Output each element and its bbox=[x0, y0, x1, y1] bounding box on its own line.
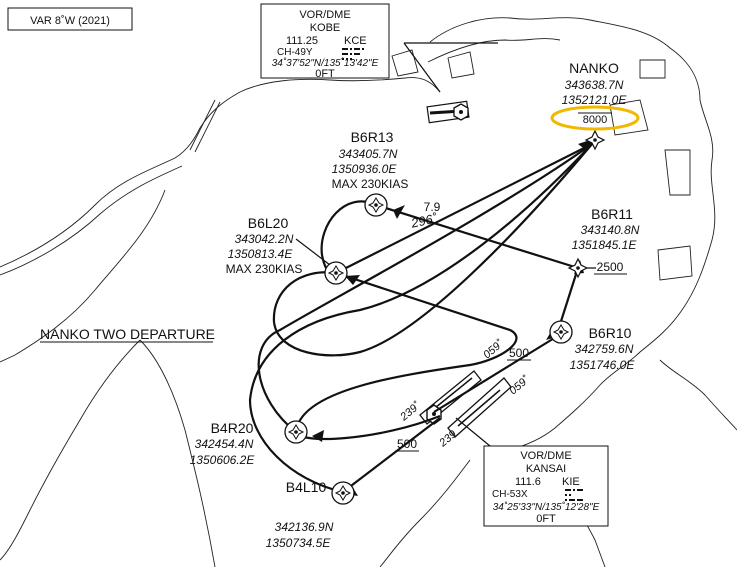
waypoint-b4l10-icon bbox=[331, 481, 355, 505]
b4r20-name: B4R20 bbox=[211, 420, 254, 436]
waypoint-b4r20-icon bbox=[284, 420, 308, 444]
kobe-elev: 0FT bbox=[315, 68, 335, 80]
altitude-500-right: 500 bbox=[509, 346, 529, 360]
nanko-lat: 343638.7N bbox=[565, 78, 624, 92]
runway-heading-059b: 059˚ bbox=[507, 374, 532, 398]
altitude-highlight bbox=[550, 105, 640, 131]
b4l10-name: B4L10 bbox=[286, 479, 327, 495]
nanko-alt: 8000 bbox=[583, 114, 607, 126]
b6r10-lat: 342759.6N bbox=[575, 342, 634, 356]
waypoint-nanko-icon bbox=[584, 129, 606, 151]
coastline bbox=[0, 17, 737, 567]
kansai-type: VOR/DME bbox=[520, 450, 571, 462]
kansai-airport-icon bbox=[419, 370, 512, 438]
b6r11-alt: 2500 bbox=[597, 260, 624, 274]
b4r20-lat: 342454.4N bbox=[195, 437, 254, 451]
kansai-elev: 0FT bbox=[536, 513, 556, 525]
b6r13-name: B6R13 bbox=[351, 129, 394, 145]
b6r13-speed: MAX 230KIAS bbox=[332, 177, 409, 191]
variation-box: VAR 8˚W (2021) bbox=[7, 7, 133, 31]
b4l10-lat: 342136.9N bbox=[275, 520, 334, 534]
nanko-name: NANKO bbox=[569, 60, 619, 76]
b4l10-lon: 1350734.5E bbox=[266, 536, 332, 550]
kansai-coords: 34˚25'33"N/135˚12'28"E bbox=[493, 501, 600, 513]
kobe-name: KOBE bbox=[310, 22, 341, 34]
waypoint-b6r11-icon bbox=[567, 257, 589, 279]
b4r20-lon: 1350606.2E bbox=[190, 453, 256, 467]
bearing-296-label: 296˚ bbox=[409, 210, 439, 230]
kobe-vor-box: VOR/DME KOBE 111.25 KCE CH-49Y 34˚37'52"… bbox=[260, 3, 390, 80]
morse-code-icon bbox=[565, 489, 583, 501]
b6l20-lat: 343042.2N bbox=[235, 232, 294, 246]
distance-label: 7.9 bbox=[424, 200, 441, 214]
b6l20-name: B6L20 bbox=[248, 215, 289, 231]
route-arrowheads bbox=[312, 138, 596, 496]
b6r10-name: B6R10 bbox=[589, 325, 632, 341]
b6r10-lon: 1351746.0E bbox=[570, 358, 636, 372]
kobe-coords: 34˚37'52"N/135˚13'42"E bbox=[272, 57, 379, 69]
kansai-name: KANSAI bbox=[526, 463, 566, 475]
altitude-500-left: 500 bbox=[397, 437, 417, 451]
morse-code-icon bbox=[342, 48, 364, 60]
kobe-channel: CH-49Y bbox=[277, 47, 313, 58]
leader-lines bbox=[295, 42, 596, 447]
b6l20-speed: MAX 230KIAS bbox=[226, 262, 303, 276]
waypoint-b6l20-icon bbox=[324, 261, 348, 285]
b6r11-lat: 343140.8N bbox=[581, 223, 640, 237]
b6r13-lat: 343405.7N bbox=[339, 147, 398, 161]
b6l20-lon: 1350813.4E bbox=[228, 247, 294, 261]
kobe-ident: KCE bbox=[344, 35, 367, 47]
b6r11-name: B6R11 bbox=[591, 206, 633, 222]
runway-heading-239a: 239˚ bbox=[397, 400, 423, 424]
kansai-vor-box: VOR/DME KANSAI 111.6 KIE CH-53X 34˚25'33… bbox=[483, 445, 609, 527]
b6r11-lon: 1351845.1E bbox=[572, 238, 638, 252]
nanko-lon: 1352121.0E bbox=[562, 93, 628, 107]
procedure-name: NANKO TWO DEPARTURE bbox=[40, 326, 215, 342]
kobe-freq: 111.25 bbox=[286, 35, 318, 47]
departure-routes bbox=[248, 143, 593, 494]
variation-label: VAR 8˚W (2021) bbox=[30, 15, 110, 27]
kansai-channel: CH-53X bbox=[492, 489, 528, 500]
waypoint-b6r13-icon bbox=[364, 193, 388, 217]
kansai-ident: KIE bbox=[562, 476, 580, 488]
b6r13-lon: 1350936.0E bbox=[332, 162, 398, 176]
kobe-airport-icon bbox=[426, 100, 470, 124]
waypoint-b6r10-icon bbox=[549, 320, 573, 344]
kansai-freq: 111.6 bbox=[515, 476, 541, 488]
kobe-type: VOR/DME bbox=[299, 9, 350, 21]
